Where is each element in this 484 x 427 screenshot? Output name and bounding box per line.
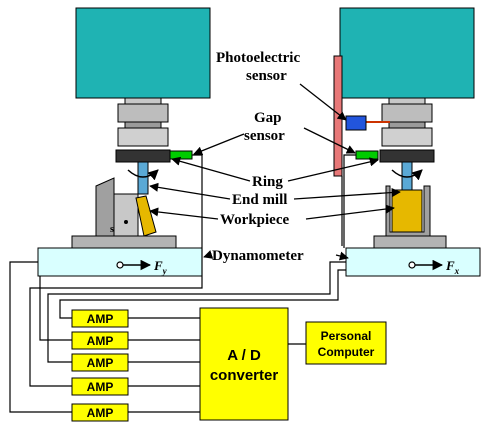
force-x-label: Fx — [445, 258, 460, 276]
wire-right-gap — [343, 154, 356, 248]
right-spindle-neck — [388, 97, 426, 105]
end-mill-pointer-left — [149, 182, 231, 200]
right-spindle-collar-3 — [381, 127, 433, 147]
left-gap-sensor — [169, 150, 193, 160]
end-mill-pointer-right — [293, 187, 401, 200]
force-y-label: Fy — [153, 258, 168, 276]
converter-box — [199, 307, 289, 421]
end-mill-label: End mill — [232, 192, 287, 208]
workpiece-label: Workpiece — [220, 212, 289, 228]
amp-box — [71, 353, 129, 372]
right-gap-sensor — [355, 150, 379, 160]
left-spindle-collar-1 — [117, 103, 169, 123]
left-workpiece — [135, 195, 157, 237]
amp-box — [71, 331, 129, 350]
amp-label: AMP — [87, 334, 114, 348]
left-spindle-collar-3 — [117, 127, 169, 147]
right-spindle-head — [339, 7, 475, 99]
gap-pointer-left — [193, 133, 245, 156]
converter-label-line2: converter — [210, 367, 279, 384]
left-fixture-block — [113, 193, 139, 237]
workpiece-pointer-right — [305, 204, 395, 220]
computer-label-line1: Personal — [321, 329, 372, 343]
ring-label: Ring — [252, 174, 283, 190]
photoelectric-label-line2: sensor — [246, 68, 287, 84]
left-angle-dot — [124, 220, 128, 224]
left-end-mill — [137, 161, 149, 195]
left-ring — [115, 149, 171, 163]
left-rotation-arrow — [127, 169, 159, 181]
right-machine: Fx — [333, 7, 481, 277]
ad-converter: A / D converter — [199, 307, 289, 421]
gap-label-line2: sensor — [244, 128, 285, 144]
wiring — [9, 154, 356, 413]
amp-label: AMP — [87, 406, 114, 420]
right-spindle-collar-1 — [381, 103, 433, 123]
left-spindle-neck — [124, 97, 162, 105]
workpiece-pointer-left — [149, 207, 219, 220]
amp-box — [71, 309, 129, 328]
dynamometer-pointer-right — [335, 251, 349, 261]
callouts: Photoelectric sensor Gap sensor Ring End… — [149, 50, 401, 264]
left-spindle-collar-2 — [124, 121, 162, 129]
dynamometer-pointer-left — [203, 250, 214, 259]
dynamometer-label: Dynamometer — [212, 248, 304, 264]
left-machine: s Fy — [37, 7, 211, 277]
photoelectric-pointer — [299, 83, 347, 121]
photoelectric-sensor-body — [345, 115, 367, 131]
right-spindle-collar-2 — [388, 121, 426, 129]
amp-box — [71, 403, 129, 422]
amp-box — [71, 377, 129, 396]
right-rotation-arrow — [391, 169, 423, 181]
amp-label: AMP — [87, 356, 114, 370]
converter-label-line1: A / D — [227, 347, 261, 364]
computer-box — [305, 321, 387, 365]
wire-left-gap — [29, 154, 203, 387]
amp-label: AMP — [87, 380, 114, 394]
angle-label: s — [110, 224, 114, 235]
left-force-origin — [116, 261, 124, 269]
wire-right-dyn-2 — [59, 269, 346, 319]
right-force-origin — [408, 261, 416, 269]
right-base — [373, 235, 447, 249]
photoelectric-label-line1: Photoelectric — [216, 50, 300, 66]
wire-left-dyn-2 — [39, 276, 72, 341]
left-spindle-head — [75, 7, 211, 99]
ring-pointer-right — [287, 157, 379, 182]
gap-pointer-right — [303, 127, 356, 154]
wire-left-dyn-1 — [9, 261, 72, 413]
amp-stack: AMP AMP AMP AMP AMP — [71, 309, 129, 422]
wire-right-dyn-1 — [47, 261, 346, 363]
right-workpiece — [391, 189, 423, 233]
right-ring — [379, 149, 435, 163]
ring-pointer-left — [171, 156, 251, 182]
gap-label-line1: Gap — [254, 110, 282, 126]
personal-computer: Personal Computer — [305, 321, 387, 365]
amp-label: AMP — [87, 312, 114, 326]
left-base — [71, 235, 177, 249]
computer-label-line2: Computer — [318, 345, 375, 359]
